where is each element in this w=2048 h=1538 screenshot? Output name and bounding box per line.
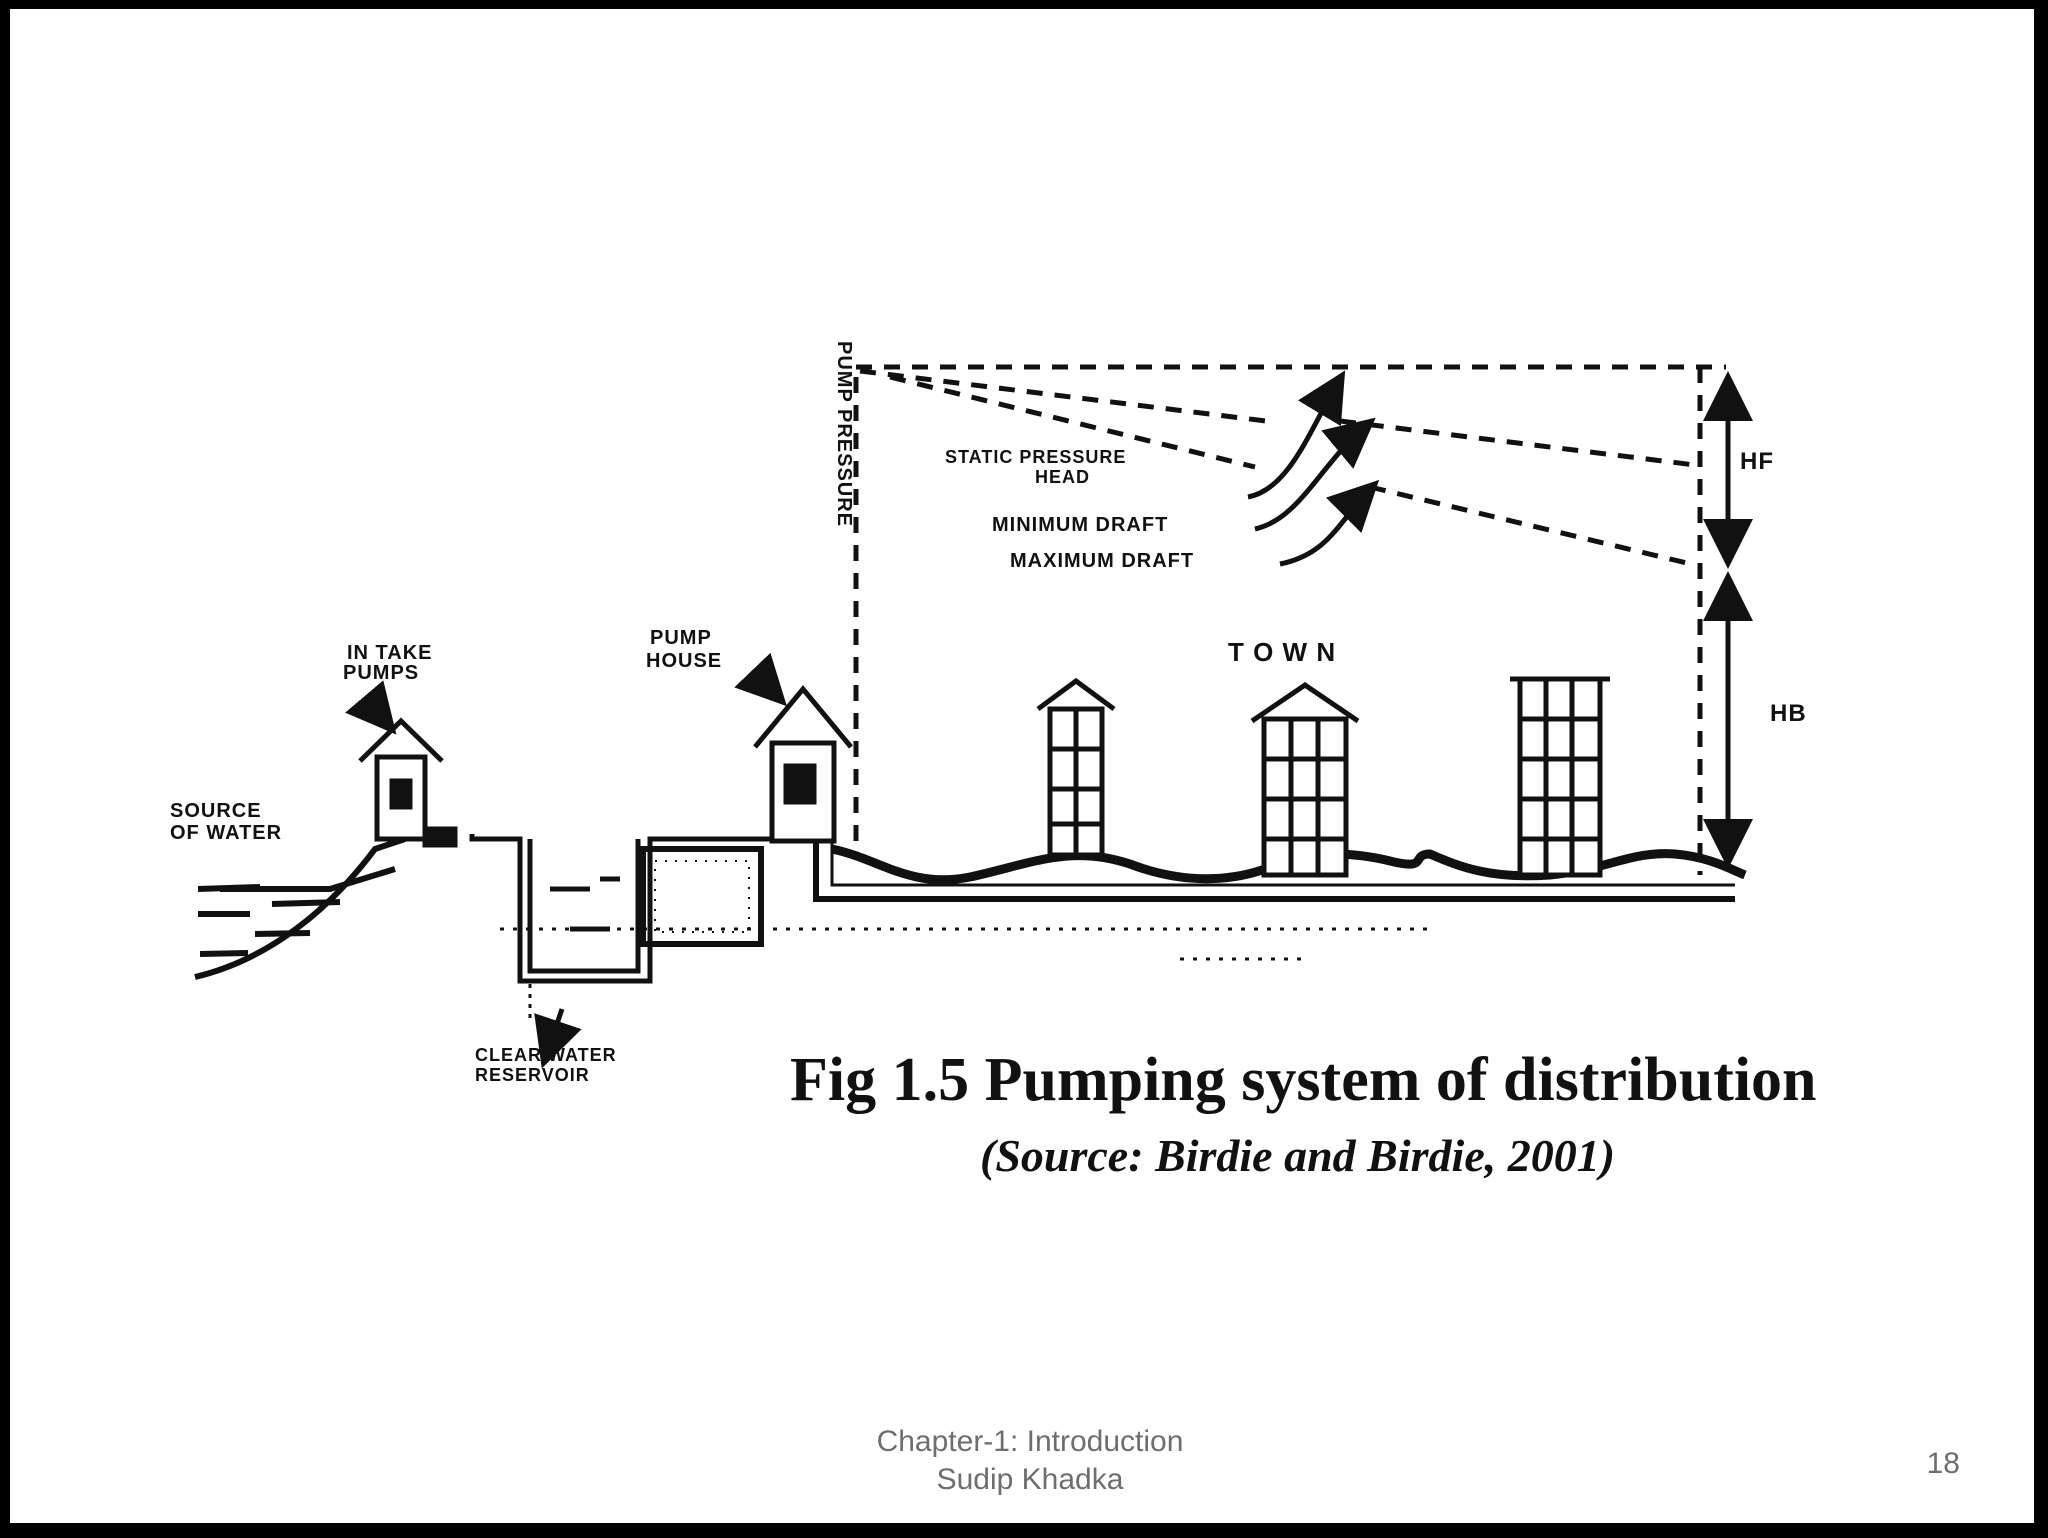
label-pump-house-2: HOUSE xyxy=(646,650,722,672)
label-static-pressure-2: HEAD xyxy=(1035,467,1090,487)
label-source-of-water-1: SOURCE xyxy=(170,800,262,822)
pipeline xyxy=(500,841,1747,961)
label-hb: HB xyxy=(1770,700,1807,727)
slide-footer: Chapter-1: Introduction Sudip Khadka xyxy=(830,1423,1230,1499)
label-clear-water-2: RESERVOIR xyxy=(475,1065,590,1085)
label-pump-house-1: PUMP xyxy=(650,627,712,649)
footer-author: Sudip Khadka xyxy=(936,1463,1124,1496)
hydraulic-gradient-lines xyxy=(853,364,1726,875)
page-number: 18 xyxy=(1926,1447,1960,1480)
footer-chapter: Chapter-1: Introduction xyxy=(876,1425,1184,1458)
slide: IN TAKE PUMPS SOURCE OF WATER PUMP HOUSE… xyxy=(10,9,2034,1523)
annotation-arrows xyxy=(345,370,1753,869)
label-clear-water-1: CLEAR WATER xyxy=(475,1045,617,1065)
pump-house xyxy=(734,652,853,844)
figure-caption: Fig 1.5 Pumping system of distribution xyxy=(790,1046,1817,1114)
label-minimum-draft: MINIMUM DRAFT xyxy=(992,514,1168,536)
label-town: T O W N xyxy=(1228,637,1336,667)
label-maximum-draft: MAXIMUM DRAFT xyxy=(1010,550,1194,572)
label-pump-pressure: PUMP PRESSURE xyxy=(833,341,855,527)
label-source-of-water-2: OF WATER xyxy=(170,822,282,844)
label-intake-pumps-2: PUMPS xyxy=(343,662,419,684)
town-buildings xyxy=(1036,676,1610,878)
label-intake-pumps-1: IN TAKE xyxy=(347,642,433,664)
intake-pump-house xyxy=(358,717,458,848)
label-static-pressure-1: STATIC PRESSURE xyxy=(945,447,1126,467)
pumping-system-diagram: IN TAKE PUMPS SOURCE OF WATER PUMP HOUSE… xyxy=(170,341,1807,1085)
label-hf: HF xyxy=(1740,448,1774,475)
water-source xyxy=(194,836,406,980)
clear-water-reservoir xyxy=(469,834,770,1069)
figure-source: (Source: Birdie and Birdie, 2001) xyxy=(980,1130,1616,1181)
